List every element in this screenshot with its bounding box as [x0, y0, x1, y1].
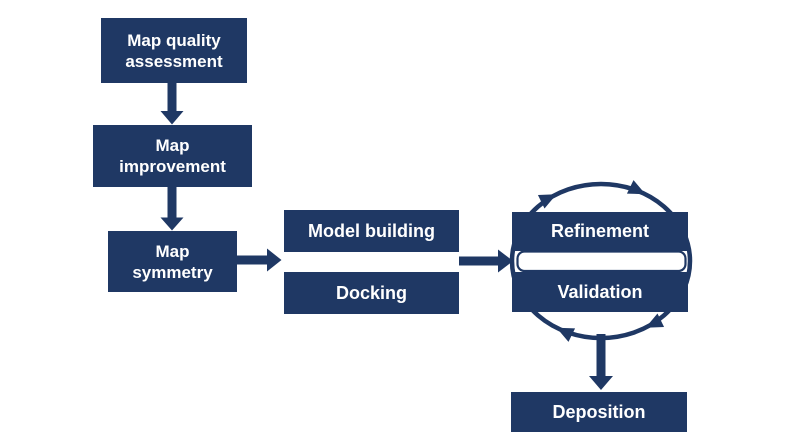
node-validation: Validation [512, 272, 688, 312]
node-map-symmetry: Map symmetry [108, 231, 237, 292]
node-map-quality-assessment: Map quality assessment [101, 18, 247, 83]
cycle-divider-slot [516, 250, 687, 273]
refinement-validation-cycle-icon [509, 180, 693, 342]
arrow-down-icon [160, 83, 184, 125]
arrow-down-icon [589, 334, 613, 390]
node-deposition: Deposition [511, 392, 687, 432]
node-model-building: Model building [284, 210, 459, 252]
node-map-improvement: Map improvement [93, 125, 252, 187]
arrow-right-icon [237, 248, 282, 272]
arrow-down-icon [160, 187, 184, 231]
arrow-right-icon [459, 249, 513, 273]
node-refinement: Refinement [512, 212, 688, 251]
node-docking: Docking [284, 272, 459, 314]
